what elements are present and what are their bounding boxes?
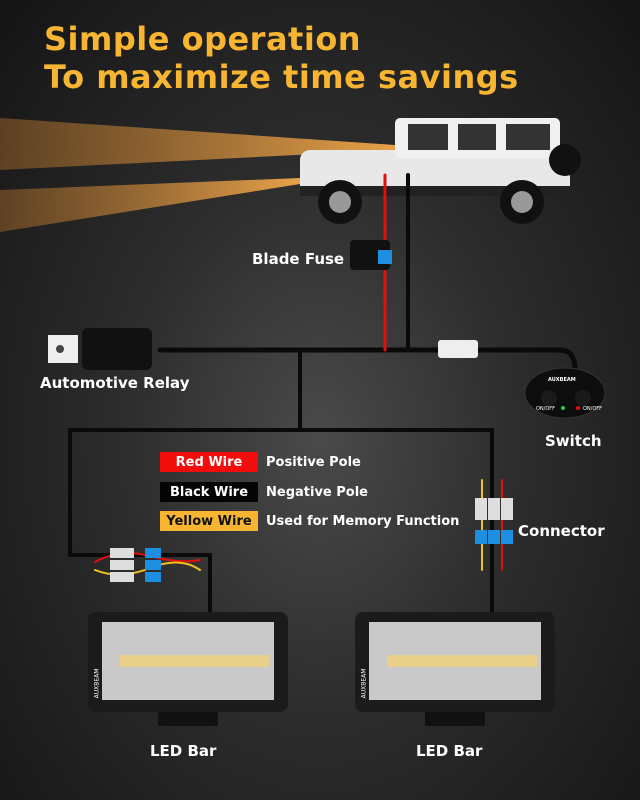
- legend-chip: Black Wire: [160, 482, 258, 502]
- black-wire-right: [298, 428, 494, 614]
- black-wire-down: [68, 348, 302, 614]
- legend-chip: Red Wire: [160, 452, 258, 472]
- light-beam-lower: [0, 178, 300, 232]
- legend-row: Yellow Wire Used for Memory Function: [160, 511, 459, 531]
- legend-row: Black Wire Negative Pole: [160, 482, 368, 502]
- connector-right: [475, 498, 513, 544]
- switch-left-button[interactable]: ON/OFF: [536, 406, 556, 412]
- led-bar-right: [355, 612, 555, 726]
- jeep-vehicle: [300, 118, 581, 224]
- black-wire-main: [157, 347, 578, 373]
- connector-left: [110, 548, 161, 582]
- switch-brand: AUXBEAM: [548, 377, 576, 383]
- label-connector: Connector: [518, 522, 605, 540]
- label-blade-fuse: Blade Fuse: [252, 250, 345, 268]
- headline-line2: To maximize time savings: [44, 58, 519, 96]
- legend-desc: Negative Pole: [266, 484, 368, 500]
- label-led-bar-right: LED Bar: [416, 742, 483, 760]
- light-beam-upper: [0, 118, 395, 170]
- legend-desc: Used for Memory Function: [266, 513, 460, 529]
- headline-line1: Simple operation: [44, 20, 362, 58]
- label-switch: Switch: [545, 432, 602, 450]
- legend-desc: Positive Pole: [266, 454, 361, 470]
- led-brand-left: AUXBEAM: [93, 668, 101, 699]
- label-led-bar-left: LED Bar: [150, 742, 217, 760]
- label-relay: Automotive Relay: [40, 374, 190, 392]
- legend-chip: Yellow Wire: [160, 511, 258, 531]
- switch-right-button[interactable]: ON/OFF: [583, 406, 603, 412]
- led-brand-right: AUXBEAM: [360, 668, 368, 699]
- led-bar-left: [88, 612, 288, 726]
- legend-row: Red Wire Positive Pole: [160, 452, 361, 472]
